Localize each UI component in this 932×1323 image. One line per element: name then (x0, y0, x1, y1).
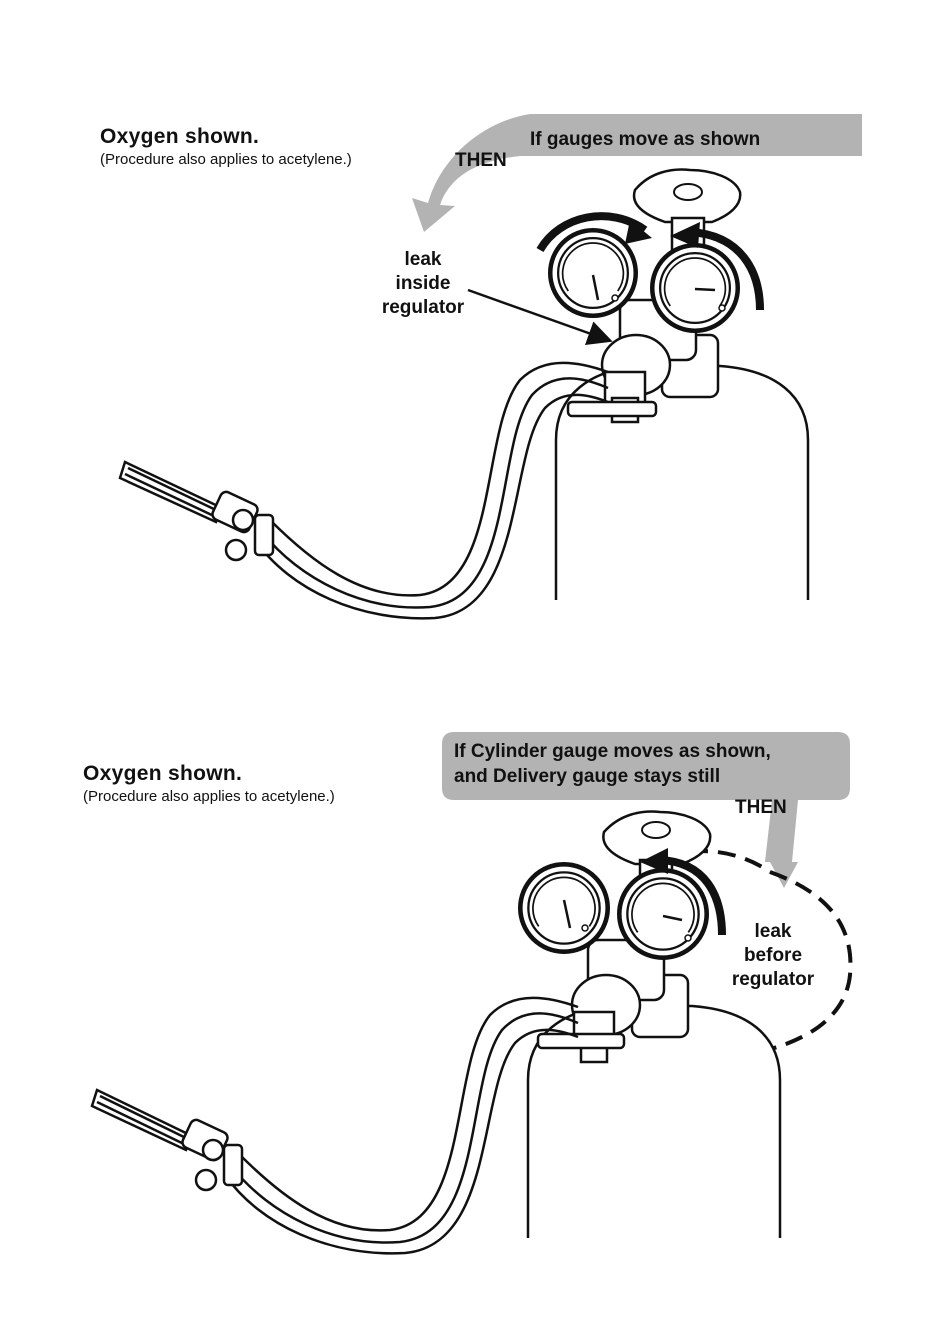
bottom-callout-line-2: before (718, 944, 828, 968)
bottom-subtitle: (Procedure also applies to acetylene.) (83, 788, 335, 805)
bottom-callout-line-3: regulator (718, 968, 828, 992)
top-callout-line-2: inside (368, 272, 478, 296)
top-then-label: THEN (455, 150, 507, 172)
top-callout: leak inside regulator (368, 248, 478, 320)
bottom-title: Oxygen shown. (83, 762, 242, 786)
top-callout-line-3: regulator (368, 296, 478, 320)
top-title: Oxygen shown. (100, 125, 259, 149)
top-banner-text: If gauges move as shown (530, 127, 760, 152)
bottom-callout-line-1: leak (718, 920, 828, 944)
top-subtitle: (Procedure also applies to acetylene.) (100, 151, 352, 168)
top-panel-art (120, 114, 862, 618)
top-callout-line-1: leak (368, 248, 478, 272)
bottom-then-label: THEN (735, 797, 787, 819)
bottom-banner-line-1: If Cylinder gauge moves as shown, (454, 739, 771, 764)
bottom-banner-text: If Cylinder gauge moves as shown, and De… (454, 739, 771, 789)
bottom-callout: leak before regulator (718, 920, 828, 992)
bottom-banner-line-2: and Delivery gauge stays still (454, 764, 771, 789)
